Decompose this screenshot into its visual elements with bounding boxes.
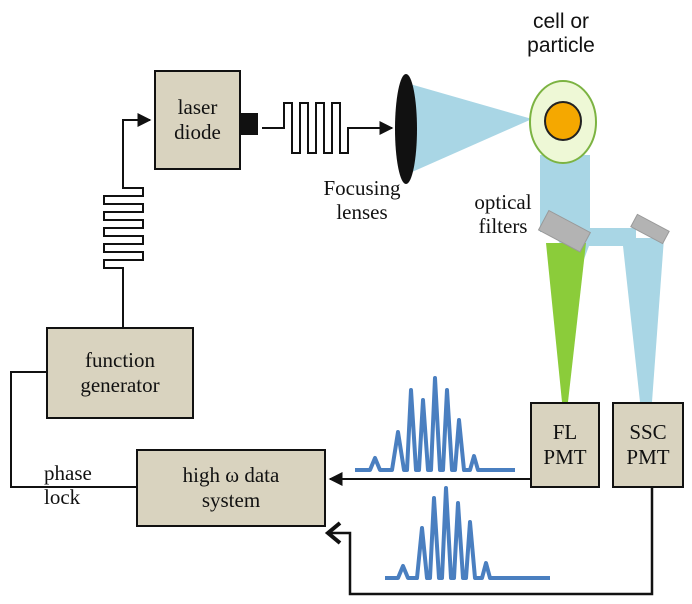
ssc-beam-path	[537, 155, 664, 402]
function-generator-label-line1: function	[85, 348, 155, 372]
modulated-beam-wave	[262, 102, 394, 154]
function-generator-block: function generator	[46, 327, 194, 419]
ssc-pmt-label-line2: PMT	[626, 445, 670, 469]
optical-filters-label-line2: filters	[478, 214, 528, 238]
focusing-lenses-label-line2: lenses	[336, 200, 388, 224]
fl-pmt-label-line1: FL	[552, 420, 578, 444]
cell-nucleus	[544, 101, 582, 141]
cell-label-line2: particle	[527, 34, 595, 57]
optical-filters-label: optical filters	[462, 190, 544, 238]
cell-label: cell or particle	[506, 10, 616, 58]
ssc-signal-waveform	[385, 486, 550, 580]
laser-diode-label-line2: diode	[174, 120, 221, 144]
laser-emitter	[240, 113, 258, 135]
data-system-label-line2: system	[201, 488, 261, 512]
phase-lock-label-line1: phase	[44, 461, 92, 485]
data-system-label-line1: high ω data	[182, 463, 280, 487]
modulation-wave-vertical	[103, 113, 152, 328]
phase-lock-wire	[10, 371, 137, 488]
optical-filter-main	[537, 209, 592, 253]
phase-lock-label: phase lock	[44, 461, 114, 509]
focusing-lens	[395, 74, 417, 184]
laser-diode-label-line1: laser	[177, 95, 218, 119]
cell-label-line1: cell or	[532, 10, 590, 33]
focusing-lenses-label: Focusing lenses	[306, 176, 418, 224]
phase-lock-label-line2: lock	[44, 485, 81, 509]
fl-signal-waveform	[355, 376, 515, 472]
optical-filter-ssc	[630, 213, 670, 245]
ssc-pmt-label-line1: SSC	[629, 420, 667, 444]
data-system-block: high ω data system	[136, 449, 326, 527]
focusing-lenses-label-line1: Focusing	[323, 176, 401, 200]
laser-beam-cone	[403, 82, 532, 176]
ssc-pmt-block: SSC PMT	[612, 402, 684, 488]
function-generator-label-line2: generator	[80, 373, 160, 397]
optical-filters-label-line1: optical	[474, 190, 532, 214]
ssc-arrowhead	[324, 521, 342, 545]
ssc-signal-wire	[330, 488, 654, 596]
fl-pmt-label-line2: PMT	[543, 445, 587, 469]
fluorescence-beam	[546, 243, 586, 402]
laser-diode-block: laser diode	[154, 70, 241, 170]
fl-pmt-block: FL PMT	[530, 402, 600, 488]
